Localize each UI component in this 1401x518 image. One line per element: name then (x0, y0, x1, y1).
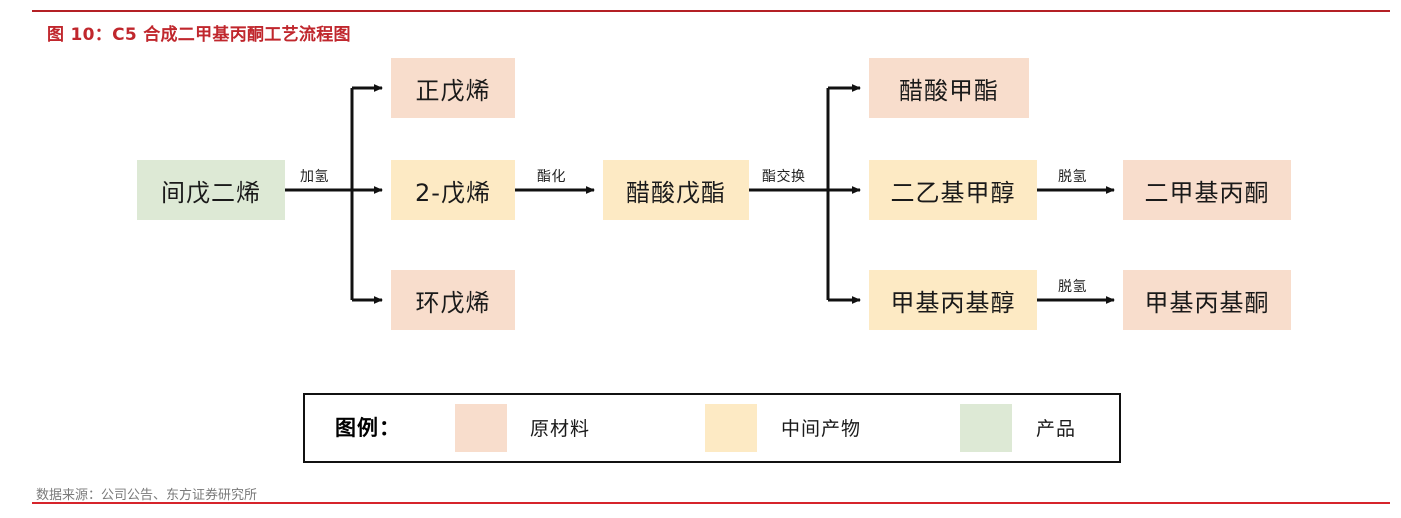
legend-swatch-product (960, 404, 1012, 452)
legend-label-raw-material: 原材料 (530, 418, 591, 440)
top-rule (32, 10, 1390, 12)
bottom-rule (32, 502, 1390, 504)
edge-label-dehydrogenation-bottom: 脱氢 (1058, 279, 1087, 295)
legend-swatch-intermediate (705, 404, 757, 452)
node-amyl-acetate[interactable]: 醋酸戊酯 (603, 160, 749, 220)
node-cyclopentene[interactable]: 环戊烯 (391, 270, 515, 330)
node-2-pentene[interactable]: 2-戊烯 (391, 160, 515, 220)
source-note: 数据来源：公司公告、东方证券研究所 (36, 488, 258, 503)
node-methyl-propyl-ketone[interactable]: 甲基丙基酮 (1123, 270, 1291, 330)
legend-title: 图例： (335, 416, 401, 440)
node-dimethyl-acetone[interactable]: 二甲基丙酮 (1123, 160, 1291, 220)
edge-label-esterification: 酯化 (537, 169, 566, 185)
edge-label-hydrogenation: 加氢 (300, 169, 329, 185)
node-n-pentene[interactable]: 正戊烯 (391, 58, 515, 118)
legend-label-intermediate: 中间产物 (781, 418, 862, 440)
legend-swatch-raw-material (455, 404, 507, 452)
legend-label-product: 产品 (1036, 418, 1077, 440)
node-methyl-propyl-carbinol[interactable]: 甲基丙基醇 (869, 270, 1037, 330)
figure-title: 图 10：C5 合成二甲基丙酮工艺流程图 (47, 25, 351, 45)
edge-label-transesterification: 酯交换 (762, 169, 806, 185)
node-pentadiene[interactable]: 间戊二烯 (137, 160, 285, 220)
node-diethyl-carbinol[interactable]: 二乙基甲醇 (869, 160, 1037, 220)
edge-label-dehydrogenation-top: 脱氢 (1058, 169, 1087, 185)
node-methyl-acetate[interactable]: 醋酸甲酯 (869, 58, 1029, 118)
